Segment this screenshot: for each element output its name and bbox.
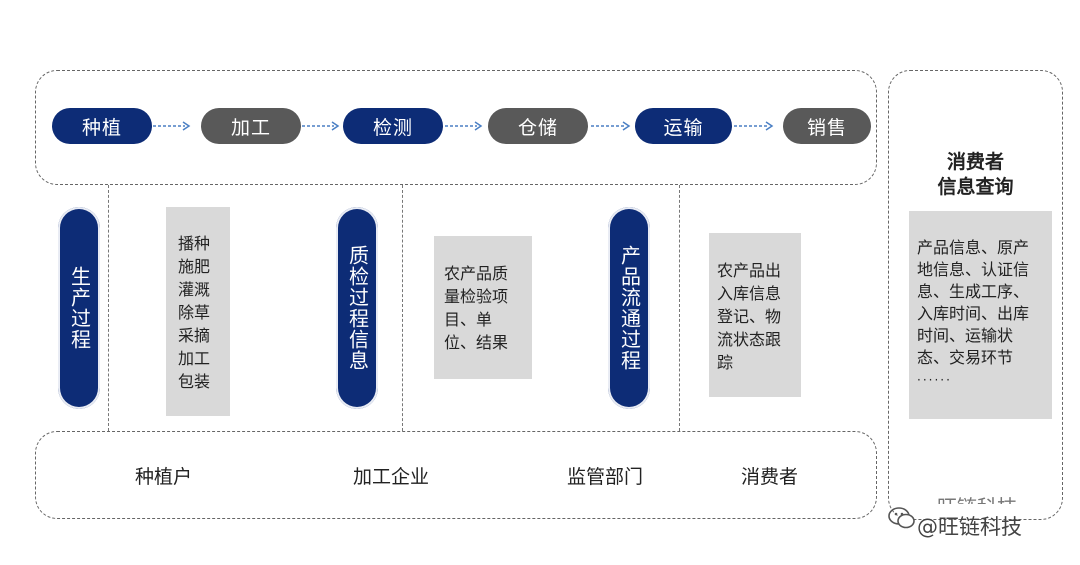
consumer-query-title: 消费者 信息查询	[937, 151, 1014, 198]
column-divider	[679, 185, 680, 431]
roles-container	[35, 431, 877, 519]
stage-production-label: 生产过程	[58, 207, 100, 409]
column-divider	[402, 185, 403, 431]
column-divider	[108, 185, 109, 431]
role-grower: 种植户	[135, 466, 193, 488]
step-storage: 仓储	[488, 108, 588, 144]
arrow-connector	[302, 121, 340, 131]
arrow-connector	[591, 121, 631, 131]
consumer-query-container	[888, 70, 1063, 520]
step-sales: 销售	[783, 108, 871, 144]
watermark-bottom: @旺链科技	[917, 515, 1022, 539]
consumer-query-details: 产品信息、原产地信息、认证信息、生成工序、入库时间、出库时间、运输状态、交易环节…	[909, 211, 1052, 419]
stage-inspection-details: 农产品质量检验项目、单位、结果	[434, 236, 532, 379]
stage-circulation-details: 农产品出入库信息登记、物流状态跟踪	[709, 233, 801, 397]
role-processor: 加工企业	[353, 466, 430, 488]
role-regulator: 监管部门	[567, 466, 644, 488]
step-processing: 加工	[201, 108, 301, 144]
step-planting: 种植	[52, 108, 152, 144]
wechat-icon	[888, 507, 915, 529]
stage-production-details: 播种 施肥 灌溉 除草 采摘 加工 包装	[166, 207, 230, 416]
step-transport: 运输	[635, 108, 732, 144]
stage-circulation-label: 产品流通过程	[608, 207, 650, 409]
watermark-top: 旺链科技	[937, 495, 1017, 519]
stage-inspection-label: 质检过程信息	[336, 207, 378, 409]
process-flow-container	[35, 70, 877, 185]
arrow-connector	[153, 121, 191, 131]
arrow-connector	[445, 121, 483, 131]
step-inspection: 检测	[343, 108, 443, 144]
role-consumer: 消费者	[741, 466, 799, 488]
consumer-query-text: 产品信息、原产地信息、认证信息、生成工序、入库时间、出库时间、运输状态、交易环节	[917, 238, 1030, 367]
consumer-query-ellipsis: ······	[917, 373, 952, 387]
arrow-connector	[734, 121, 774, 131]
